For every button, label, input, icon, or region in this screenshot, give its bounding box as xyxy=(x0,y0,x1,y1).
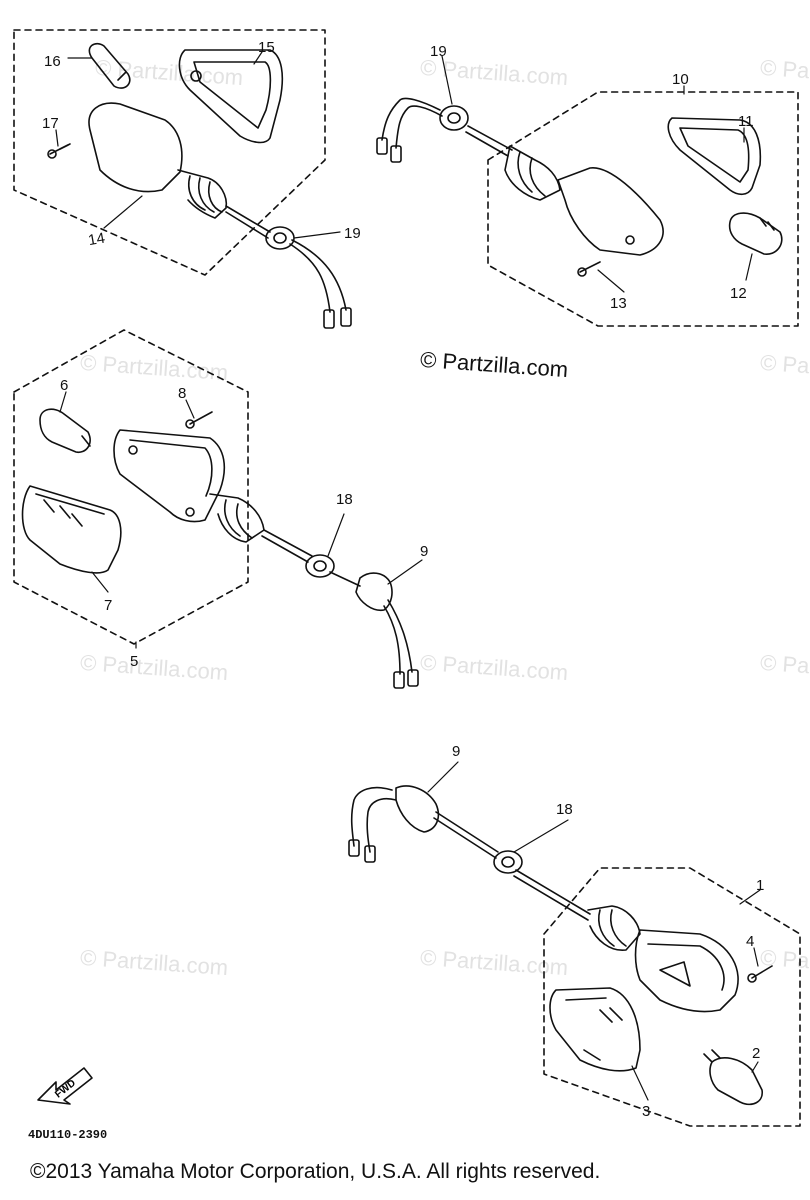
callout-3: 3 xyxy=(642,1103,650,1120)
housing-5 xyxy=(113,429,313,563)
diagram-reference: 4DU110-2390 xyxy=(28,1128,108,1142)
callout-10: 10 xyxy=(672,71,689,88)
callout-18b: 18 xyxy=(556,801,573,818)
boot-9b xyxy=(395,785,499,859)
screw-4 xyxy=(747,965,773,983)
callout-13: 13 xyxy=(610,295,627,312)
wires-14 xyxy=(289,239,352,329)
bulb-2 xyxy=(703,1049,763,1106)
callout-18a: 18 xyxy=(336,491,353,508)
callout-5: 5 xyxy=(130,653,138,670)
screw-8 xyxy=(185,411,213,429)
assembly-14-outline xyxy=(13,29,326,276)
callout-4: 4 xyxy=(746,933,754,950)
assembly-10-outline xyxy=(487,91,799,327)
housing-1 xyxy=(513,869,739,1013)
callout-9a: 9 xyxy=(420,543,428,560)
callout-6: 6 xyxy=(60,377,68,394)
callout-19b: 19 xyxy=(430,43,447,60)
grommet-19a xyxy=(265,226,295,250)
callout-14: 14 xyxy=(87,230,106,250)
screw-13 xyxy=(577,261,601,277)
lens-3 xyxy=(549,987,641,1072)
callout-1: 1 xyxy=(756,877,764,894)
callout-17: 17 xyxy=(42,115,59,132)
callout-11: 11 xyxy=(738,113,754,130)
bulb-16 xyxy=(88,42,131,89)
callout-7: 7 xyxy=(104,597,112,614)
grommet-18b xyxy=(493,850,523,874)
bulb-6 xyxy=(39,408,91,454)
assembly-1-outline xyxy=(543,867,801,1127)
callout-19a: 19 xyxy=(344,225,361,242)
fwd-arrow-icon xyxy=(37,1067,93,1105)
callout-12: 12 xyxy=(730,285,747,302)
callout-8: 8 xyxy=(178,385,186,402)
lens-15 xyxy=(178,49,284,144)
lens-11 xyxy=(667,117,762,196)
assembly-5-outline xyxy=(13,329,249,645)
callout-15: 15 xyxy=(258,39,275,56)
leader-lines xyxy=(55,51,761,1101)
wires-1 xyxy=(348,786,397,863)
housing-14 xyxy=(88,102,271,239)
bulb-12 xyxy=(728,212,783,255)
grommet-19b xyxy=(439,105,469,131)
housing-10 xyxy=(465,125,664,256)
screw-17 xyxy=(47,143,71,159)
wires-10 xyxy=(376,97,443,163)
copyright-notice: ©2013 Yamaha Motor Corporation, U.S.A. A… xyxy=(30,1160,601,1183)
callout-16: 16 xyxy=(44,53,61,70)
grommet-18a xyxy=(305,554,335,578)
fwd-label: FWD xyxy=(53,1078,78,1101)
lens-7 xyxy=(21,485,122,574)
boot-9a xyxy=(329,571,419,689)
callout-9b: 9 xyxy=(452,743,460,760)
callout-2: 2 xyxy=(752,1045,760,1062)
